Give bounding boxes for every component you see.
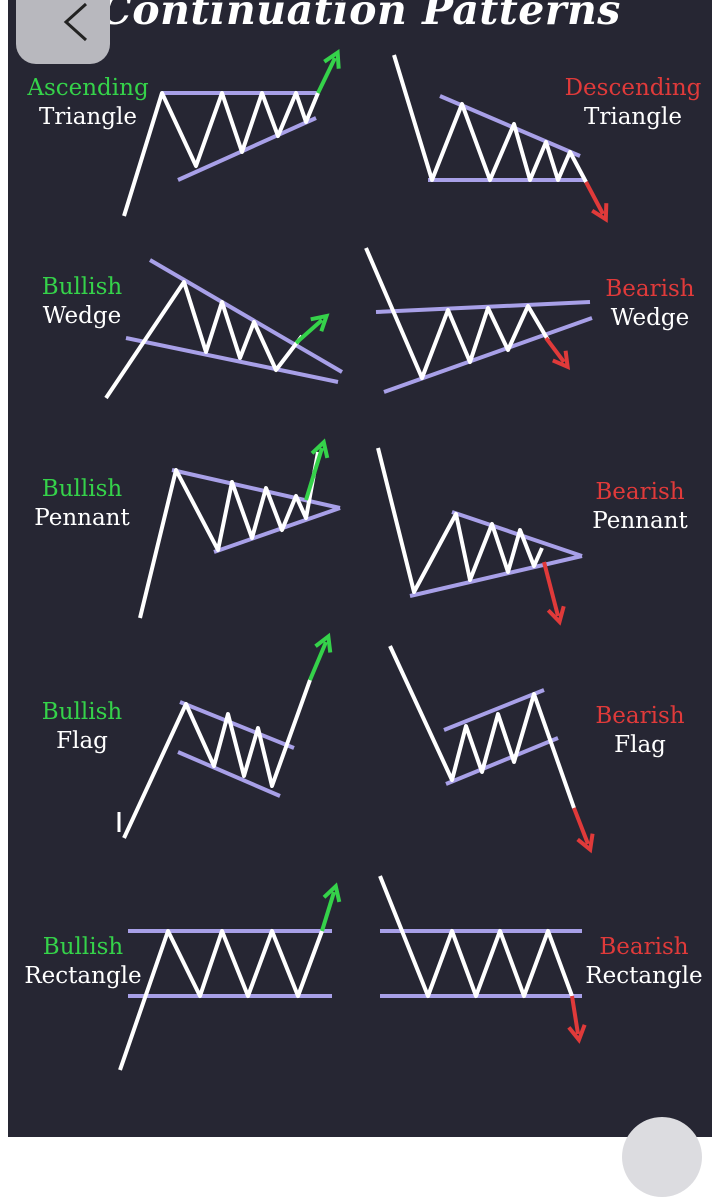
pattern-name-label: Flag xyxy=(614,732,666,758)
infographic-panel xyxy=(8,0,712,1137)
label-bullish-flag: Bullish Flag xyxy=(30,698,134,756)
bullish-wedge-diagram xyxy=(104,258,344,400)
pattern-name-label: Triangle xyxy=(584,104,682,130)
price-line xyxy=(138,451,320,619)
pattern-direction-label: Bearish xyxy=(595,703,685,729)
pattern-name-label: Pennant xyxy=(34,505,130,531)
label-bearish-wedge: Bearish Wedge xyxy=(598,275,702,333)
breakout-arrow xyxy=(304,438,330,501)
pattern-direction-label: Bullish xyxy=(42,934,124,960)
ascending-triangle-diagram xyxy=(122,48,341,217)
breakdown-arrow xyxy=(572,807,595,854)
back-button[interactable] xyxy=(16,0,110,64)
breakdown-arrow xyxy=(542,561,566,626)
chevron-left-icon xyxy=(63,2,88,42)
label-bullish-wedge: Bullish Wedge xyxy=(30,273,134,331)
label-bearish-pennant: Bearish Pennant xyxy=(584,478,696,536)
pattern-direction-label: Bearish xyxy=(599,934,689,960)
pattern-direction-label: Bullish xyxy=(41,699,123,725)
price-line xyxy=(364,247,550,380)
upper-trendline xyxy=(148,258,344,374)
lower-trendline xyxy=(125,336,339,384)
label-descending-triangle: Descending Triangle xyxy=(556,74,710,132)
price-line xyxy=(388,645,576,809)
pattern-direction-label: Ascending xyxy=(27,75,149,101)
breakout-arrow xyxy=(320,882,342,932)
breakout-arrow xyxy=(316,48,341,94)
price-line xyxy=(122,91,320,217)
label-bearish-rectangle: Bearish Rectangle xyxy=(576,933,712,991)
pattern-name-label: Wedge xyxy=(610,305,690,331)
pattern-direction-label: Descending xyxy=(564,75,702,101)
pattern-diagrams xyxy=(104,48,609,1071)
bearish-rectangle-diagram xyxy=(378,875,587,1044)
breakdown-arrow xyxy=(544,336,571,371)
price-line xyxy=(104,280,304,400)
lower-channel-line xyxy=(177,750,281,798)
upper-trendline xyxy=(171,468,341,510)
breakout-arrow xyxy=(294,313,330,345)
label-bearish-flag: Bearish Flag xyxy=(588,702,692,760)
pattern-name-label: Wedge xyxy=(42,303,122,329)
label-bullish-pennant: Bullish Pennant xyxy=(26,475,138,533)
pattern-name-label: Triangle xyxy=(39,104,137,130)
lower-trendline xyxy=(213,506,341,554)
pattern-direction-label: Bearish xyxy=(605,276,695,302)
bearish-flag-diagram xyxy=(388,645,595,854)
pattern-name-label: Rectangle xyxy=(24,963,142,989)
descending-triangle-diagram xyxy=(392,54,609,223)
lower-channel-line xyxy=(445,736,559,786)
price-line xyxy=(392,54,588,183)
label-ascending-triangle: Ascending Triangle xyxy=(20,74,156,132)
pattern-direction-label: Bullish xyxy=(41,274,123,300)
bullish-pennant-diagram xyxy=(138,438,341,619)
breakout-arrow xyxy=(308,632,333,681)
price-line xyxy=(122,679,312,839)
breakdown-arrow xyxy=(567,995,587,1044)
price-line xyxy=(376,447,544,594)
breakdown-arrow xyxy=(584,181,609,223)
label-bullish-rectangle: Bullish Rectangle xyxy=(14,933,152,991)
upper-channel-line xyxy=(443,688,545,732)
bullish-rectangle-diagram xyxy=(118,882,342,1071)
lower-trendline xyxy=(409,554,583,598)
lower-trendline xyxy=(383,316,593,394)
pattern-direction-label: Bearish xyxy=(595,479,685,505)
price-line xyxy=(118,929,324,1071)
bearish-wedge-diagram xyxy=(364,247,593,394)
page-title: Continuation Patterns xyxy=(99,0,621,34)
pattern-name-label: Flag xyxy=(56,728,108,754)
upper-channel-line xyxy=(179,700,295,750)
support-line xyxy=(177,116,317,182)
bullish-flag-diagram xyxy=(117,632,333,839)
scroll-to-top-button[interactable] xyxy=(622,1117,702,1197)
pattern-direction-label: Bullish xyxy=(41,476,123,502)
price-line xyxy=(378,875,574,998)
upper-trendline xyxy=(375,300,591,314)
pattern-name-label: Rectangle xyxy=(585,963,703,989)
pattern-name-label: Pennant xyxy=(592,508,688,534)
bearish-pennant-diagram xyxy=(376,447,583,626)
